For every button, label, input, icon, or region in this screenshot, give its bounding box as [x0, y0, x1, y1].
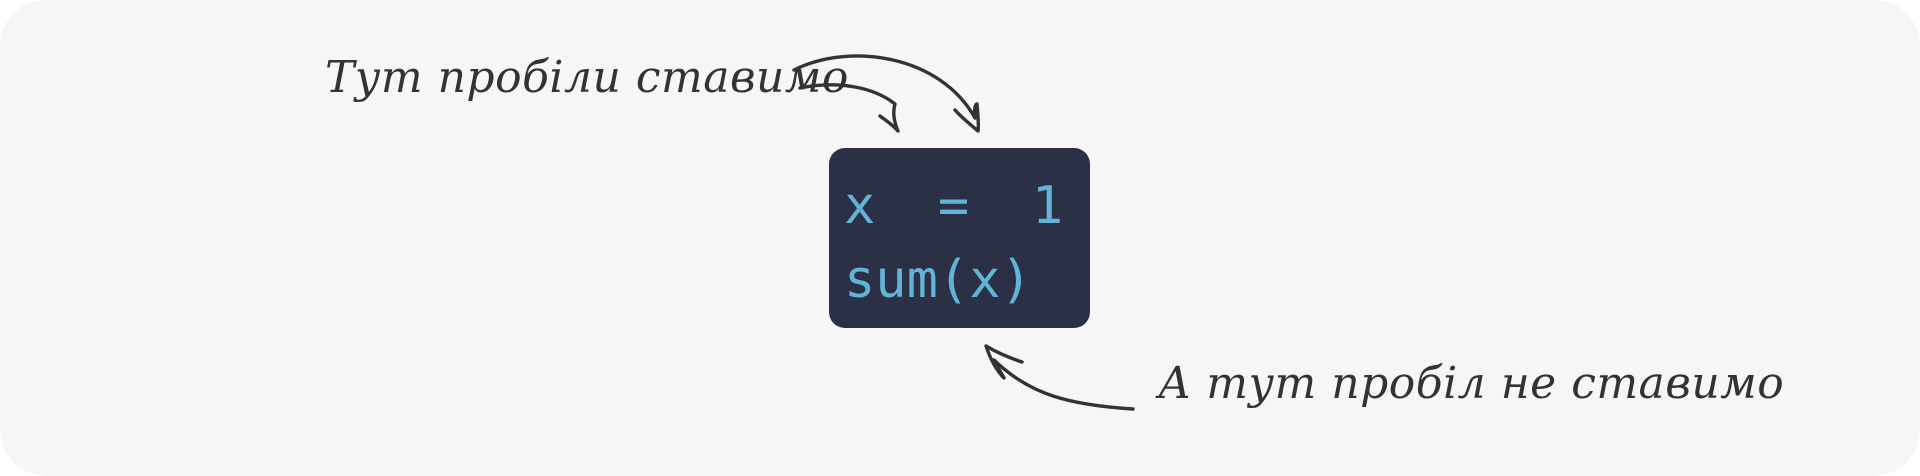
annotation-no-space: А тут пробіл не ставимо — [1158, 358, 1785, 409]
annotation-spaces-used: Тут пробіли ставимо — [325, 52, 849, 103]
code-line-function-call: sum(x) — [844, 250, 1032, 310]
code-block: x = 1 sum(x) — [829, 148, 1090, 328]
code-line-assignment: x = 1 — [844, 176, 1064, 236]
arrow-to-parenthesis — [984, 344, 1135, 411]
